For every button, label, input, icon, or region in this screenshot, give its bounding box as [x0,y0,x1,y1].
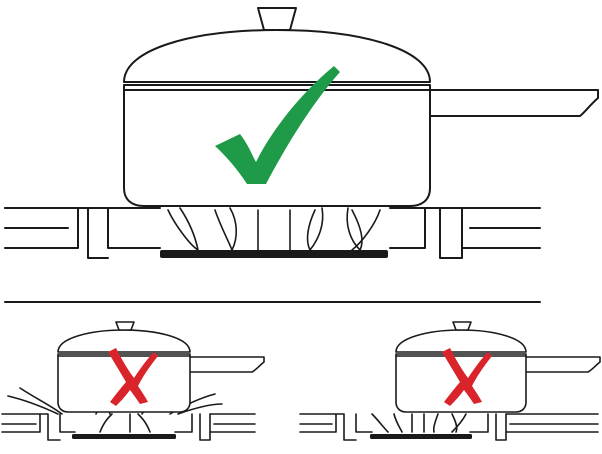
pan-handle [523,356,601,373]
pan-lid [395,329,527,353]
flames [371,413,467,433]
lid-knob [115,321,135,331]
burner-base [160,250,388,258]
cross-icon [108,348,158,406]
pan-handle [427,89,599,117]
cross-icon [442,348,492,406]
incorrect-example-left [1,321,265,441]
lid-knob [452,321,472,331]
checkmark-icon [215,66,340,184]
hob-grate [1,413,256,441]
burner-base [72,434,176,439]
incorrect-example-right [299,321,601,441]
pan-lid [123,29,431,83]
burner-base [370,434,472,439]
pan-body [57,353,191,413]
hob-grate [299,413,599,441]
pan-lid [57,329,191,353]
lid-knob [257,7,297,31]
hob-grate [4,207,541,259]
flames [167,207,381,251]
pan-handle [187,356,265,373]
correct-example [4,7,599,259]
